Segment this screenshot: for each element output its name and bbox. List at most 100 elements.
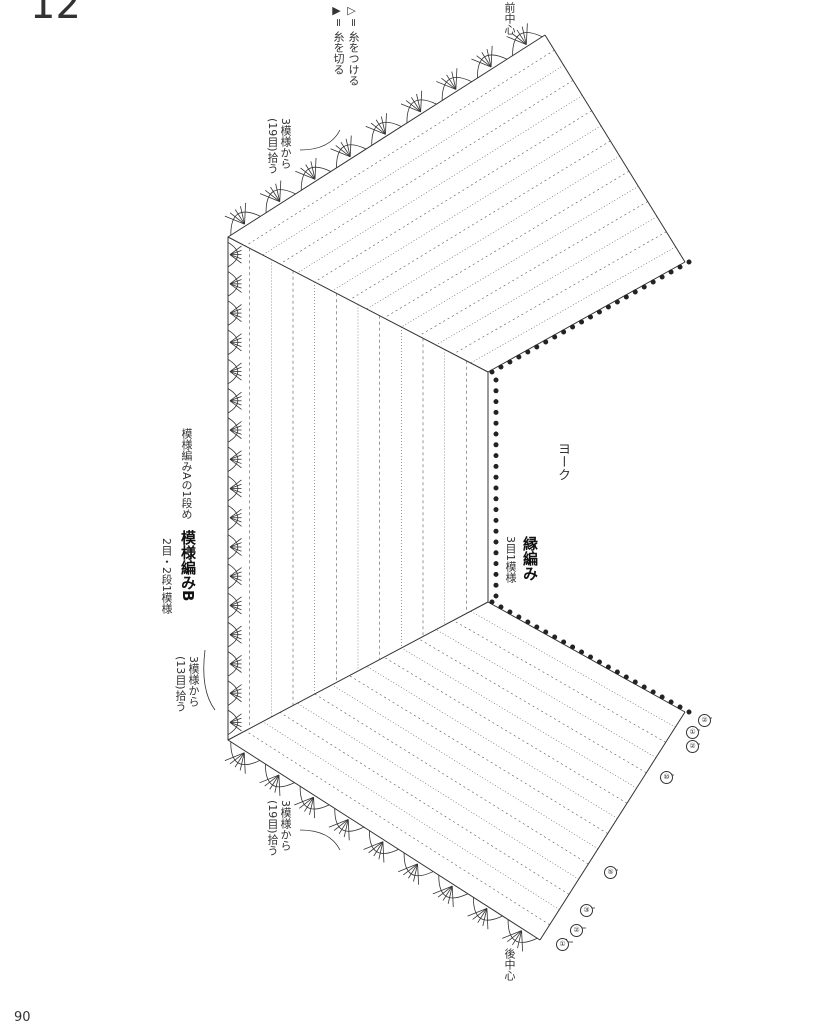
scallop-spoke bbox=[229, 274, 242, 285]
scallop-spoke bbox=[490, 45, 493, 68]
picot bbox=[493, 496, 499, 502]
scallop-spoke bbox=[229, 575, 242, 586]
scallop-spoke bbox=[338, 819, 349, 835]
row-number: ② bbox=[570, 924, 583, 937]
scallop-spoke bbox=[243, 752, 246, 774]
scallop-spoke bbox=[345, 138, 351, 157]
scallop-spoke bbox=[229, 722, 242, 728]
scallop-spoke bbox=[259, 193, 280, 203]
stitch-row bbox=[314, 693, 589, 865]
scallop-spoke bbox=[477, 908, 488, 923]
scallop bbox=[334, 808, 365, 832]
scallop-spoke bbox=[229, 312, 242, 323]
scallop-spoke bbox=[229, 630, 242, 636]
scallop-spoke bbox=[330, 148, 351, 158]
scallop-spoke bbox=[229, 483, 242, 489]
stitch-row bbox=[470, 610, 676, 728]
stitch-row bbox=[331, 684, 599, 850]
scallop bbox=[265, 763, 295, 788]
stitch-row bbox=[383, 656, 628, 804]
scallop-spoke bbox=[451, 71, 457, 90]
scallop-spoke bbox=[525, 23, 528, 45]
scallop-spoke bbox=[279, 180, 282, 202]
inner-edge bbox=[487, 261, 686, 713]
scallop-spoke bbox=[229, 508, 242, 519]
scallop-spoke bbox=[229, 513, 242, 519]
picot bbox=[493, 485, 499, 491]
picot bbox=[552, 634, 558, 640]
picot bbox=[489, 599, 495, 605]
scallop-spoke bbox=[229, 692, 242, 698]
scallop-spoke bbox=[229, 517, 242, 523]
scallop-spoke bbox=[405, 100, 421, 113]
picot bbox=[493, 399, 499, 405]
stitch-row bbox=[331, 125, 602, 292]
scallop-spoke bbox=[420, 90, 423, 112]
scallop-spoke bbox=[328, 819, 349, 828]
scallop-spoke bbox=[229, 713, 242, 723]
scallop-spoke bbox=[370, 122, 386, 135]
scallop-spoke bbox=[224, 215, 245, 225]
stitch-row bbox=[279, 712, 570, 895]
scallop-spoke bbox=[264, 774, 280, 787]
stitch-row bbox=[245, 730, 550, 926]
stitch-row bbox=[366, 666, 618, 819]
label-pickup-bottom: 3模様から (19目)拾う bbox=[266, 800, 292, 856]
scallop-spoke bbox=[398, 863, 418, 873]
stitch-row bbox=[279, 80, 574, 265]
scallop-spoke bbox=[382, 841, 385, 863]
scallop-spoke bbox=[229, 254, 242, 264]
picot bbox=[659, 274, 665, 280]
stitch-rows bbox=[245, 49, 676, 926]
picot bbox=[596, 659, 602, 665]
scallop-spoke bbox=[229, 366, 242, 372]
scallop-spoke bbox=[314, 157, 317, 180]
picot bbox=[516, 614, 522, 620]
scallop-spoke bbox=[403, 863, 418, 876]
scallop bbox=[403, 852, 434, 877]
stitch-row bbox=[314, 110, 592, 283]
label-edging-title: 縁編み bbox=[521, 536, 539, 581]
label-back-center: 後中心 bbox=[503, 948, 516, 981]
scallop-spoke bbox=[229, 212, 245, 225]
page-number: 90 bbox=[14, 1010, 31, 1025]
picot bbox=[493, 474, 499, 480]
scallop bbox=[265, 189, 296, 213]
scallop-spoke bbox=[340, 141, 351, 157]
scallop-spoke bbox=[413, 863, 418, 882]
stitch-row bbox=[435, 216, 658, 346]
picot bbox=[493, 539, 499, 545]
scallop-spoke bbox=[278, 774, 281, 796]
scallop-spoke bbox=[229, 571, 242, 577]
scallop-spoke bbox=[229, 249, 242, 255]
scallop-spoke bbox=[229, 575, 242, 581]
scallop-spoke bbox=[229, 488, 242, 494]
scallop-spoke bbox=[343, 819, 349, 838]
picot bbox=[493, 409, 499, 415]
scallop-spoke bbox=[229, 546, 242, 556]
label-pattern-b-repeat: 2目・2段1模様 bbox=[160, 538, 173, 614]
picot bbox=[677, 704, 683, 710]
stitch-row bbox=[297, 702, 579, 880]
scallop-spoke bbox=[446, 74, 457, 90]
scallop-spoke bbox=[507, 930, 522, 942]
label-pattern-a-row1: 模様編みAの1段め bbox=[180, 428, 193, 520]
scallop-spoke bbox=[512, 930, 522, 946]
stitch-row bbox=[262, 721, 560, 910]
scallop-spoke bbox=[274, 774, 280, 793]
scallop-spoke bbox=[229, 517, 242, 527]
picot bbox=[493, 593, 499, 599]
scallop-spoke bbox=[349, 135, 352, 157]
scallop-spoke bbox=[229, 634, 242, 644]
scallop-spoke bbox=[229, 458, 242, 469]
scallop-spoke bbox=[229, 454, 242, 460]
scallop-spoke bbox=[229, 400, 242, 410]
scallop-spoke bbox=[240, 206, 245, 225]
picot bbox=[579, 319, 585, 325]
picot bbox=[641, 284, 647, 290]
scallop-spoke bbox=[517, 930, 522, 949]
scallop bbox=[473, 897, 503, 921]
scallop-spoke bbox=[229, 663, 242, 673]
legend-attach-text: = 糸をつける bbox=[347, 18, 360, 86]
scallop-spoke bbox=[432, 885, 453, 895]
